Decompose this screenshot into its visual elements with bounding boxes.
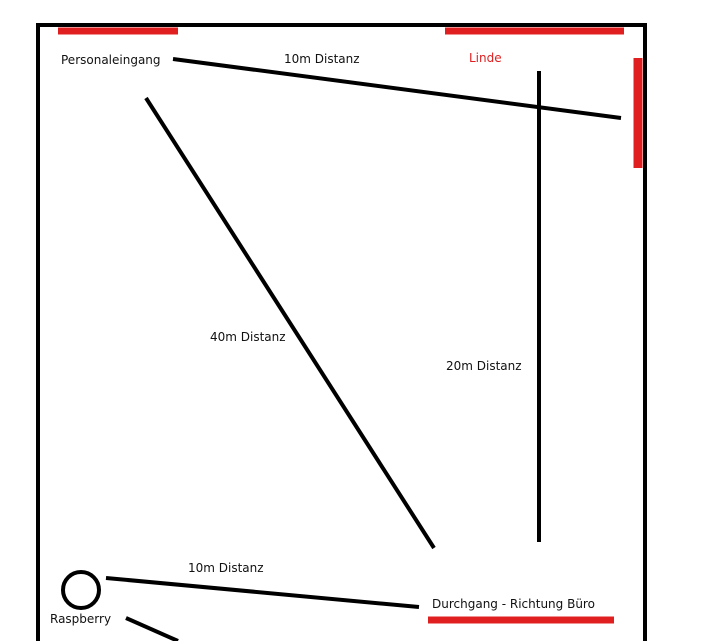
raspberry-exit-line <box>125 616 179 641</box>
raspberry-circle <box>61 570 101 610</box>
bottom-distance-line <box>105 576 420 609</box>
diagonal-distance-line <box>144 96 436 550</box>
top-distance-line <box>172 57 622 120</box>
top-distance-label: 10m Distanz <box>284 52 360 66</box>
raspberry-label: Raspberry <box>50 612 112 626</box>
diagonal-distance-label: 40m Distanz <box>210 330 286 344</box>
personaleingang-label: Personaleingang <box>61 53 161 67</box>
durchgang-label: Durchgang - Richtung Büro <box>432 597 595 611</box>
vertical-distance-label: 20m Distanz <box>446 359 522 373</box>
linde-label: Linde <box>469 51 502 65</box>
bottom-distance-label: 10m Distanz <box>188 561 264 575</box>
room-outline <box>36 23 647 641</box>
